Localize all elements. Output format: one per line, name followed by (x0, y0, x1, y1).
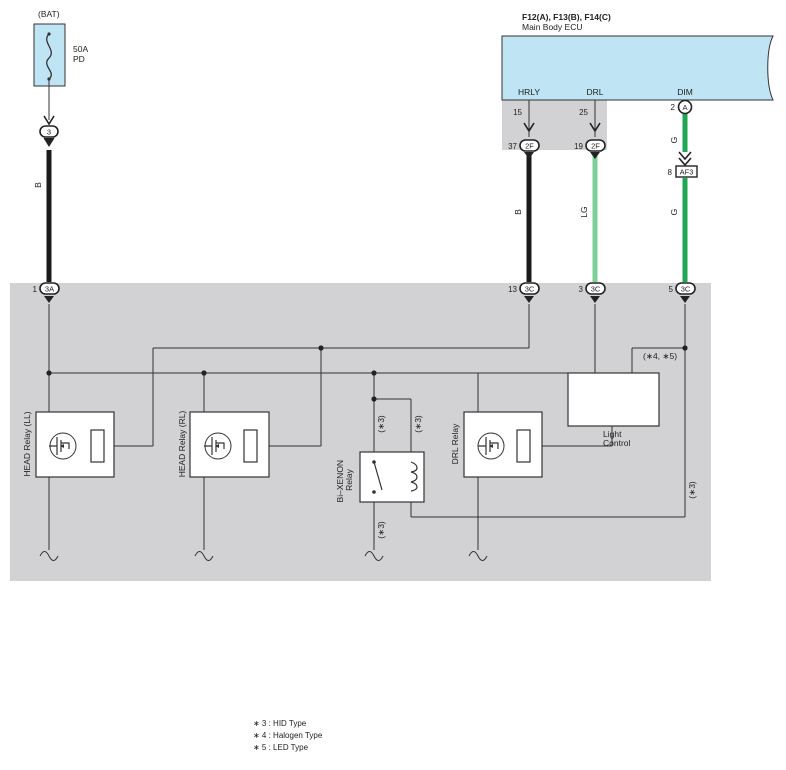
connector-af3 (675, 165, 698, 178)
junction-pin-drl: 19 (574, 142, 583, 151)
wire-code-drl: LG (579, 206, 589, 217)
fuse-icon (46, 33, 52, 80)
fuse-name: PD (73, 54, 85, 64)
ecu-pin-number-dim: 2 (671, 103, 676, 112)
svg-text:5: 5 (669, 285, 674, 294)
lamp-assembly-area (10, 283, 711, 581)
svg-text:3: 3 (47, 128, 51, 137)
svg-text:DRL Relay: DRL Relay (450, 423, 460, 465)
drl-relay: DRL Relay (450, 411, 543, 478)
legend-halogen: ∗ 4 : Halogen Type (253, 731, 323, 740)
note-hid-1: (∗3) (376, 415, 386, 433)
ecu-pin-label-drl: DRL (586, 87, 603, 97)
wire-code-hrly: B (513, 209, 523, 215)
ecu-name: Main Body ECU (522, 22, 582, 32)
legend-led: ∗ 5 : LED Type (253, 743, 309, 752)
ecu-pin-number-drl: 25 (579, 108, 588, 117)
svg-text:AF3: AF3 (680, 168, 694, 177)
svg-text:Bi–XENON Relay: Bi–XENON Relay (335, 458, 354, 503)
svg-text:3C: 3C (591, 285, 601, 294)
svg-text:Light Control: Light Control (603, 429, 631, 448)
ecu-pin-label-hrly: HRLY (518, 87, 540, 97)
connector-2f-drl (585, 139, 606, 152)
svg-text:3C: 3C (681, 285, 691, 294)
head-relay-rl: HEAD Relay (RL) (177, 411, 270, 478)
light-control-label-line2: Control (603, 438, 631, 448)
svg-text:3: 3 (579, 285, 584, 294)
svg-text:A: A (682, 103, 687, 112)
connector-3c-5: 3C 5 (669, 282, 696, 303)
connector-3c-3: 3C 3 (579, 282, 606, 303)
ecu-pin-label-dim: DIM (677, 87, 693, 97)
note-halogen-led: (∗4, ∗5) (643, 351, 677, 361)
svg-text:HEAD Relay (LL): HEAD Relay (LL) (22, 411, 32, 476)
wire-code-bat: B (33, 182, 43, 188)
connector-arrow-icon (43, 115, 55, 126)
ecu-pin-number-hrly: 15 (513, 108, 522, 117)
note-hid-4: (∗3) (687, 481, 697, 499)
svg-text:3A: 3A (45, 285, 54, 294)
svg-text:3C: 3C (525, 285, 535, 294)
connector-bat (39, 125, 59, 138)
light-control: Light Control (567, 372, 660, 448)
connector-3a: 3A 1 (33, 282, 60, 303)
note-hid-2: (∗3) (413, 415, 423, 433)
wire-code-dim-lower: G (669, 209, 679, 216)
light-control-label-line1: Light (603, 429, 622, 439)
head-relay-ll: HEAD Relay (LL) (22, 411, 115, 478)
battery-label: (BAT) (38, 9, 60, 19)
wire-code-dim-upper: G (669, 137, 679, 144)
fuse-rating: 50A (73, 44, 88, 54)
bixenon-label-line2: Relay (344, 468, 354, 490)
note-hid-3: (∗3) (376, 521, 386, 539)
junction-pin-hrly: 37 (508, 142, 517, 151)
junction-pin-dim: 8 (668, 168, 673, 177)
svg-text:HEAD Relay (RL): HEAD Relay (RL) (177, 411, 187, 478)
ground-symbols (39, 551, 488, 561)
double-arrow-icon (678, 151, 692, 167)
ecu-box (501, 35, 774, 101)
svg-text:1: 1 (33, 285, 38, 294)
svg-text:2F: 2F (591, 142, 600, 151)
bixenon-relay: Bi–XENON Relay (335, 451, 425, 503)
svg-text:2F: 2F (525, 142, 534, 151)
bixenon-label-line1: Bi–XENON (335, 460, 345, 503)
svg-text:13: 13 (508, 285, 517, 294)
legend-hid: ∗ 3 : HID Type (253, 719, 307, 728)
connector-3c-13: 3C 13 (508, 282, 540, 303)
connector-2f-hrly (519, 139, 540, 152)
ecu-title: F12(A), F13(B), F14(C) (522, 12, 611, 22)
connector-dim-a (677, 99, 693, 115)
